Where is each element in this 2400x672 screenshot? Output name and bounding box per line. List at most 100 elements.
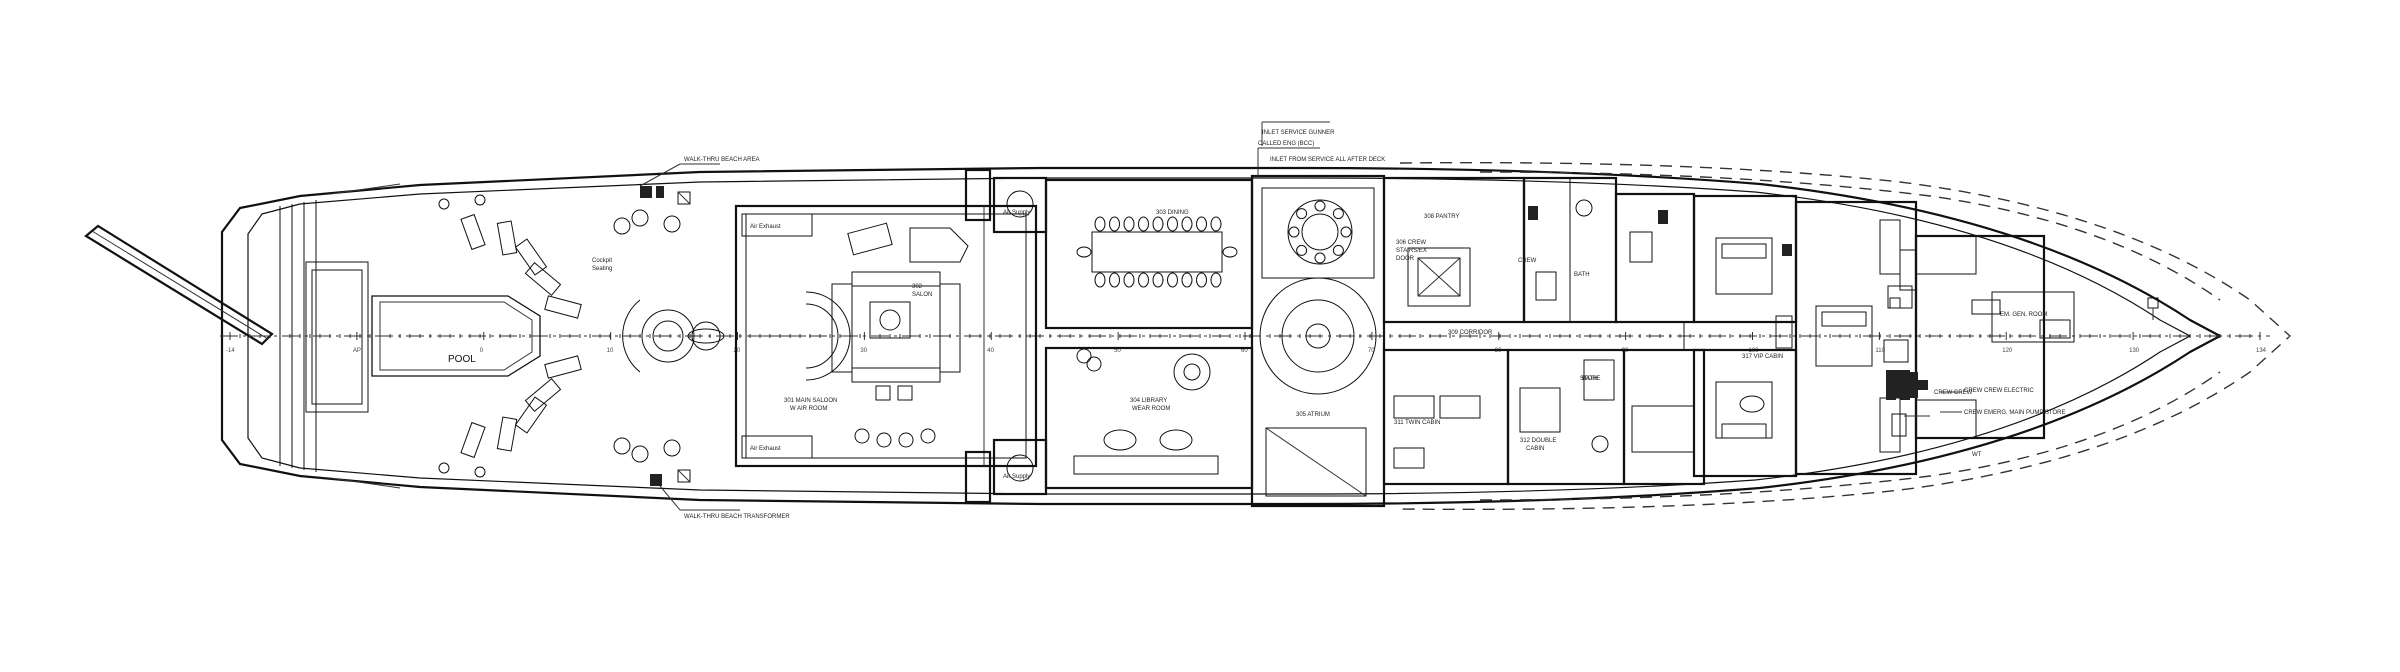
round-table-chair: [1314, 252, 1326, 264]
frame-number: 120: [2002, 348, 2013, 354]
frame-number: 60: [1241, 348, 1248, 354]
frame-number: AP: [353, 348, 361, 354]
dining-chair: [1123, 272, 1135, 288]
wt-label: WT: [1972, 452, 1982, 458]
crew-stairs-label-c: DOOR: [1396, 256, 1415, 262]
dining-chair: [1181, 216, 1193, 232]
round-table-chair: [1296, 208, 1308, 220]
crew-room-label: CREW: [1518, 258, 1537, 264]
frame-number: 70: [1368, 348, 1375, 354]
annotation-right-b: CREW CREW ELECTRIC: [1964, 388, 2034, 394]
aft-steps: [279, 200, 369, 472]
double-cabin-label-a: 312 DOUBLE: [1520, 438, 1556, 444]
em-gen-room: EM. GEN. ROOM: [1991, 291, 2075, 343]
bow-equipment: WT: [1888, 297, 2159, 458]
pool: POOL: [371, 295, 541, 377]
crew-stairs-label-b: STAIRS/EX: [1396, 248, 1427, 254]
main-saloon-label-b: W AIR ROOM: [790, 406, 827, 412]
starboard-cabin: [1614, 192, 1696, 324]
em-gen-room-label: EM. GEN. ROOM: [2000, 312, 2047, 318]
round-table-chair: [1288, 226, 1300, 238]
annotation-right-c: CREW EMERG. MAIN PUMP STORE: [1964, 410, 2065, 416]
dining-label: 303 DINING: [1156, 210, 1189, 216]
aft-deck-fittings: [329, 183, 691, 489]
dining-chairs: [1076, 200, 1352, 288]
guest-cabin-upper: [1692, 194, 1798, 324]
frame-number: 20: [734, 348, 741, 354]
library: 304 LIBRARY WEAR ROOM: [1044, 346, 1254, 490]
dining-chair: [1109, 216, 1120, 232]
twin-cabin: 311 TWIN CABIN: [1382, 348, 1510, 486]
frame-number: 50: [1114, 348, 1121, 354]
dining-chair: [1196, 216, 1207, 232]
dining-chair: [1167, 216, 1178, 232]
frame-number: 110: [1875, 348, 1885, 354]
round-table-chair: [1332, 208, 1344, 220]
round-table-chair: [1332, 244, 1344, 256]
bath-label-2: BATH: [1582, 376, 1598, 382]
double-cabin: 312 DOUBLE CABIN: [1506, 348, 1626, 486]
atrium: 305 ATRIUM: [1250, 174, 1386, 508]
dining-chair: [1152, 272, 1164, 288]
annotation-top-center-c: INLET FROM SERVICE ALL AFTER DECK: [1270, 157, 1385, 163]
store-label: STORE: [1580, 376, 1601, 382]
pantry: 308 PANTRY 306 CREW STAIRS/EX DOOR: [1382, 176, 1526, 324]
crew-washrooms: CREW BATH: [1518, 176, 1618, 324]
bath-label-1: BATH: [1574, 272, 1590, 278]
annotation-right-a: CREW CREW: [1934, 390, 1973, 396]
round-table-chair: [1314, 200, 1326, 212]
annotation-top-center-b: INLET SERVICE GUNNER: [1262, 130, 1335, 136]
dining-chair: [1138, 272, 1149, 288]
dining-chair: [1109, 272, 1120, 288]
air-supply-top: Air Supply: [1003, 210, 1030, 216]
twin-cabin-label: 311 TWIN CABIN: [1394, 420, 1440, 426]
round-table-chair: [1296, 244, 1308, 256]
dining-chair: [1152, 216, 1164, 232]
dining-chair: [1181, 272, 1193, 288]
dining-chair: [1094, 272, 1106, 288]
annotation-top-left: WALK-THRU BEACH AREA: [684, 157, 759, 163]
dining-chair: [1222, 246, 1238, 258]
dining-chair: [1076, 246, 1092, 258]
air-supply-bottom: Air Supply: [1003, 474, 1030, 480]
frame-number: 0: [480, 348, 484, 354]
dining-chair: [1210, 272, 1222, 288]
frame-number: 10: [607, 348, 614, 354]
frame-number: 134: [2256, 348, 2267, 354]
frame-number: 30: [860, 348, 867, 354]
vip-cabin-label: 317 VIP CABIN: [1742, 354, 1783, 360]
air-exhaust-top: Air Exhaust: [750, 224, 781, 230]
annotations: WALK-THRU BEACH AREA WALK-THRU BEACH TRA…: [639, 121, 2065, 520]
library-label-a: 304 LIBRARY: [1130, 398, 1167, 404]
air-exhaust-bottom: Air Exhaust: [750, 446, 781, 452]
sun-loungers: [460, 213, 582, 459]
dining-chair: [1210, 216, 1222, 232]
guest-cabin-lower: [1692, 348, 1798, 478]
main-saloon-label-a: 301 MAIN SALOON: [784, 398, 837, 404]
passerelle-gangway: [84, 224, 274, 346]
pantry-label: 308 PANTRY: [1424, 214, 1459, 220]
dining-chair: [1196, 272, 1207, 288]
round-table-chair: [1340, 226, 1352, 238]
frame-number: 40: [987, 348, 994, 354]
hull-outline: [220, 161, 2292, 511]
dining-chair: [1138, 216, 1149, 232]
corridor-label: 309 CORRIDOR: [1448, 330, 1493, 336]
dining-chair: [1123, 216, 1135, 232]
store-bath: BATH STORE: [1580, 348, 1706, 486]
frame-number: -14: [226, 348, 235, 354]
annotation-bottom-left: WALK-THRU BEACH TRANSFORMER: [684, 514, 790, 520]
frame-number: 130: [2129, 348, 2140, 354]
double-cabin-label-b: CABIN: [1526, 446, 1544, 452]
crew-stairs-label-a: 306 CREW: [1396, 240, 1426, 246]
annotation-top-center-a: CALLED ENG (BCC): [1258, 141, 1314, 147]
library-label-b: WEAR ROOM: [1132, 406, 1170, 412]
atrium-label: 305 ATRIUM: [1296, 412, 1330, 418]
dining-room: 303 DINING: [1044, 178, 1254, 330]
dining-chair: [1094, 216, 1106, 232]
